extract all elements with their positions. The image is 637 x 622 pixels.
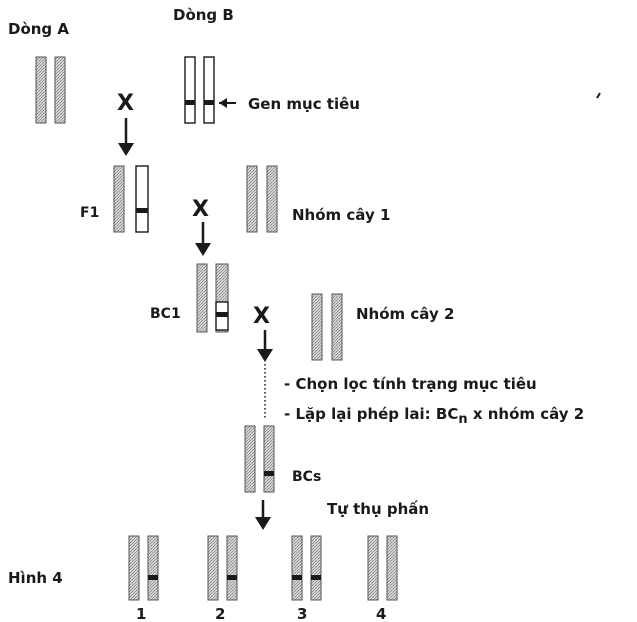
- note-repeat: - Lặp lại phép lai: BCn x nhóm cây 2: [284, 405, 584, 427]
- label-gen-muc-tieu: Gen mục tiêu: [248, 95, 360, 113]
- note-repeat-suffix: x nhóm cây 2: [468, 405, 585, 423]
- chromosome-pair-offspring-2: [207, 535, 238, 601]
- note-select: - Chọn lọc tính trạng mục tiêu: [284, 375, 537, 393]
- stray-mark: [596, 92, 601, 99]
- down-arrow-icon: [118, 118, 134, 156]
- label-nhom-cay-1: Nhóm cây 1: [292, 206, 390, 224]
- cross-x-icon: X: [117, 91, 134, 116]
- chromosome-pair-offspring-3: [291, 535, 322, 601]
- label-hinh-4: Hình 4: [8, 569, 63, 587]
- chromosome-pair-dong-b: [184, 56, 215, 124]
- label-offspring-4: 4: [376, 605, 386, 622]
- chromosome-pair-nhom-cay-1: [246, 165, 278, 233]
- left-arrow-icon: [219, 98, 236, 108]
- note-repeat-prefix: - Lặp lại phép lai: BC: [284, 405, 458, 423]
- down-arrow-icon: [195, 222, 211, 256]
- down-arrow-icon: [257, 330, 273, 362]
- cross-x-icon: X: [192, 197, 209, 222]
- chromosome-pair-nhom-cay-2: [311, 293, 343, 361]
- label-bc1: BC1: [150, 306, 181, 322]
- label-offspring-1: 1: [136, 605, 146, 622]
- chromosome-pair-bc1: [196, 263, 229, 333]
- label-bcs: BCs: [292, 469, 321, 485]
- chromosome-pair-bcs: [244, 425, 275, 493]
- label-offspring-3: 3: [297, 605, 307, 622]
- label-f1: F1: [80, 205, 99, 221]
- chromosome-pair-offspring-1: [128, 535, 159, 601]
- chromosome-pair-dong-a: [35, 56, 66, 124]
- label-dong-a: Dòng A: [8, 20, 69, 38]
- cross-x-icon: X: [253, 304, 270, 329]
- label-tu-thu-phan: Tự thụ phấn: [327, 500, 429, 518]
- label-nhom-cay-2: Nhóm cây 2: [356, 305, 454, 323]
- chromosome-pair-offspring-4: [367, 535, 398, 601]
- chromosome-pair-f1: [113, 165, 149, 233]
- note-repeat-subscript: n: [458, 412, 467, 427]
- label-dong-b: Dòng B: [173, 6, 234, 24]
- label-offspring-2: 2: [215, 605, 225, 622]
- down-arrow-icon: [255, 500, 271, 530]
